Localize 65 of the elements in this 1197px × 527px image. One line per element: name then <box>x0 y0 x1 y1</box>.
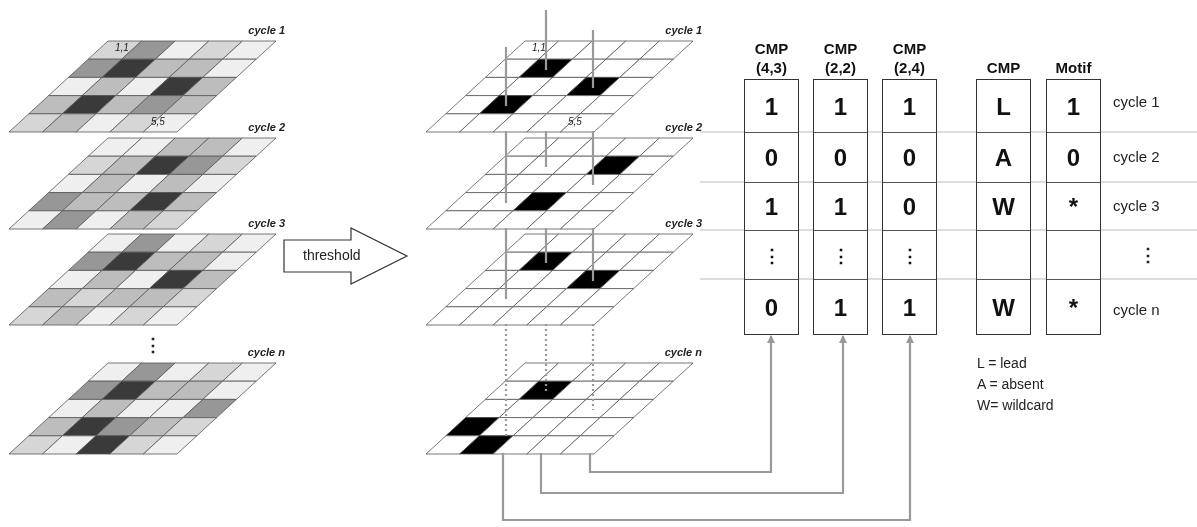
column-header: CMP (2,2) <box>822 39 859 77</box>
arrow-label: threshold <box>303 247 361 263</box>
cycle-label: cycle n <box>664 346 702 358</box>
table-value: 1 <box>764 92 779 121</box>
row-label: cycle 2 <box>1113 148 1160 165</box>
table-value: * <box>1068 294 1079 322</box>
table-value: ⋮ <box>831 244 850 267</box>
dotted-line <box>591 324 595 410</box>
position-line <box>591 228 595 281</box>
position-line <box>544 131 548 167</box>
row-label: cycle n <box>1113 301 1160 318</box>
position-line <box>591 131 595 185</box>
table-value: 0 <box>902 144 917 172</box>
column-header: CMP <box>985 58 1022 77</box>
table-value: 0 <box>833 144 848 172</box>
table-value: 1 <box>833 193 848 221</box>
column-header: CMP (2,4) <box>891 39 928 77</box>
cycle-label: cycle n <box>247 346 285 358</box>
position-line <box>504 228 508 299</box>
ellipsis-mark: ⋮ <box>1139 244 1157 266</box>
table-value: ⋮ <box>762 244 781 267</box>
dotted-line <box>544 324 548 392</box>
row-label: cycle 3 <box>1113 197 1160 214</box>
table-value: 1 <box>764 193 779 221</box>
table-value: L <box>996 92 1011 121</box>
arrow <box>539 335 847 495</box>
legend-text: A = absent <box>977 376 1044 392</box>
cycle-label: cycle 2 <box>665 121 702 133</box>
dotted-line <box>504 324 508 437</box>
cycle-label: cycle 3 <box>248 217 285 229</box>
table-value: 0 <box>1066 144 1081 172</box>
table-value: ⋮ <box>900 244 919 267</box>
position-line <box>504 47 508 106</box>
legend-text: L = lead <box>977 355 1027 371</box>
table-value: 1 <box>833 294 848 322</box>
table-value: 1 <box>902 92 917 121</box>
column-header: CMP (4,3) <box>753 39 790 77</box>
position-line <box>591 30 595 88</box>
table-value: 0 <box>902 193 917 221</box>
cell-label: 5,5 <box>151 116 165 127</box>
cycle-label: cycle 3 <box>665 217 702 229</box>
table-value: W <box>992 193 1015 221</box>
position-line <box>504 131 508 203</box>
table-value: 1 <box>902 294 917 322</box>
cycle-label: cycle 1 <box>248 24 285 36</box>
position-line <box>544 10 548 70</box>
cycle-label: cycle 1 <box>665 24 702 36</box>
table-value: 0 <box>764 144 779 172</box>
table-value: * <box>1068 193 1079 221</box>
column-header: Motif <box>1054 58 1093 77</box>
cell-label: 1,1 <box>115 42 129 53</box>
table-value: W <box>992 294 1015 322</box>
table-value: 1 <box>1066 92 1081 121</box>
row-label: cycle 1 <box>1113 93 1160 110</box>
ellipsis-mark: ⋮ <box>144 334 162 356</box>
arrow <box>588 335 775 474</box>
arrow <box>501 335 914 522</box>
table-value: A <box>994 144 1013 172</box>
cell-label: 5,5 <box>568 116 582 127</box>
table-value: 1 <box>833 92 848 121</box>
table-value: 0 <box>764 294 779 322</box>
cycle-label: cycle 2 <box>248 121 285 133</box>
position-line <box>544 228 548 263</box>
cell-label: 1,1 <box>532 42 546 53</box>
legend-text: W= wildcard <box>977 397 1054 413</box>
